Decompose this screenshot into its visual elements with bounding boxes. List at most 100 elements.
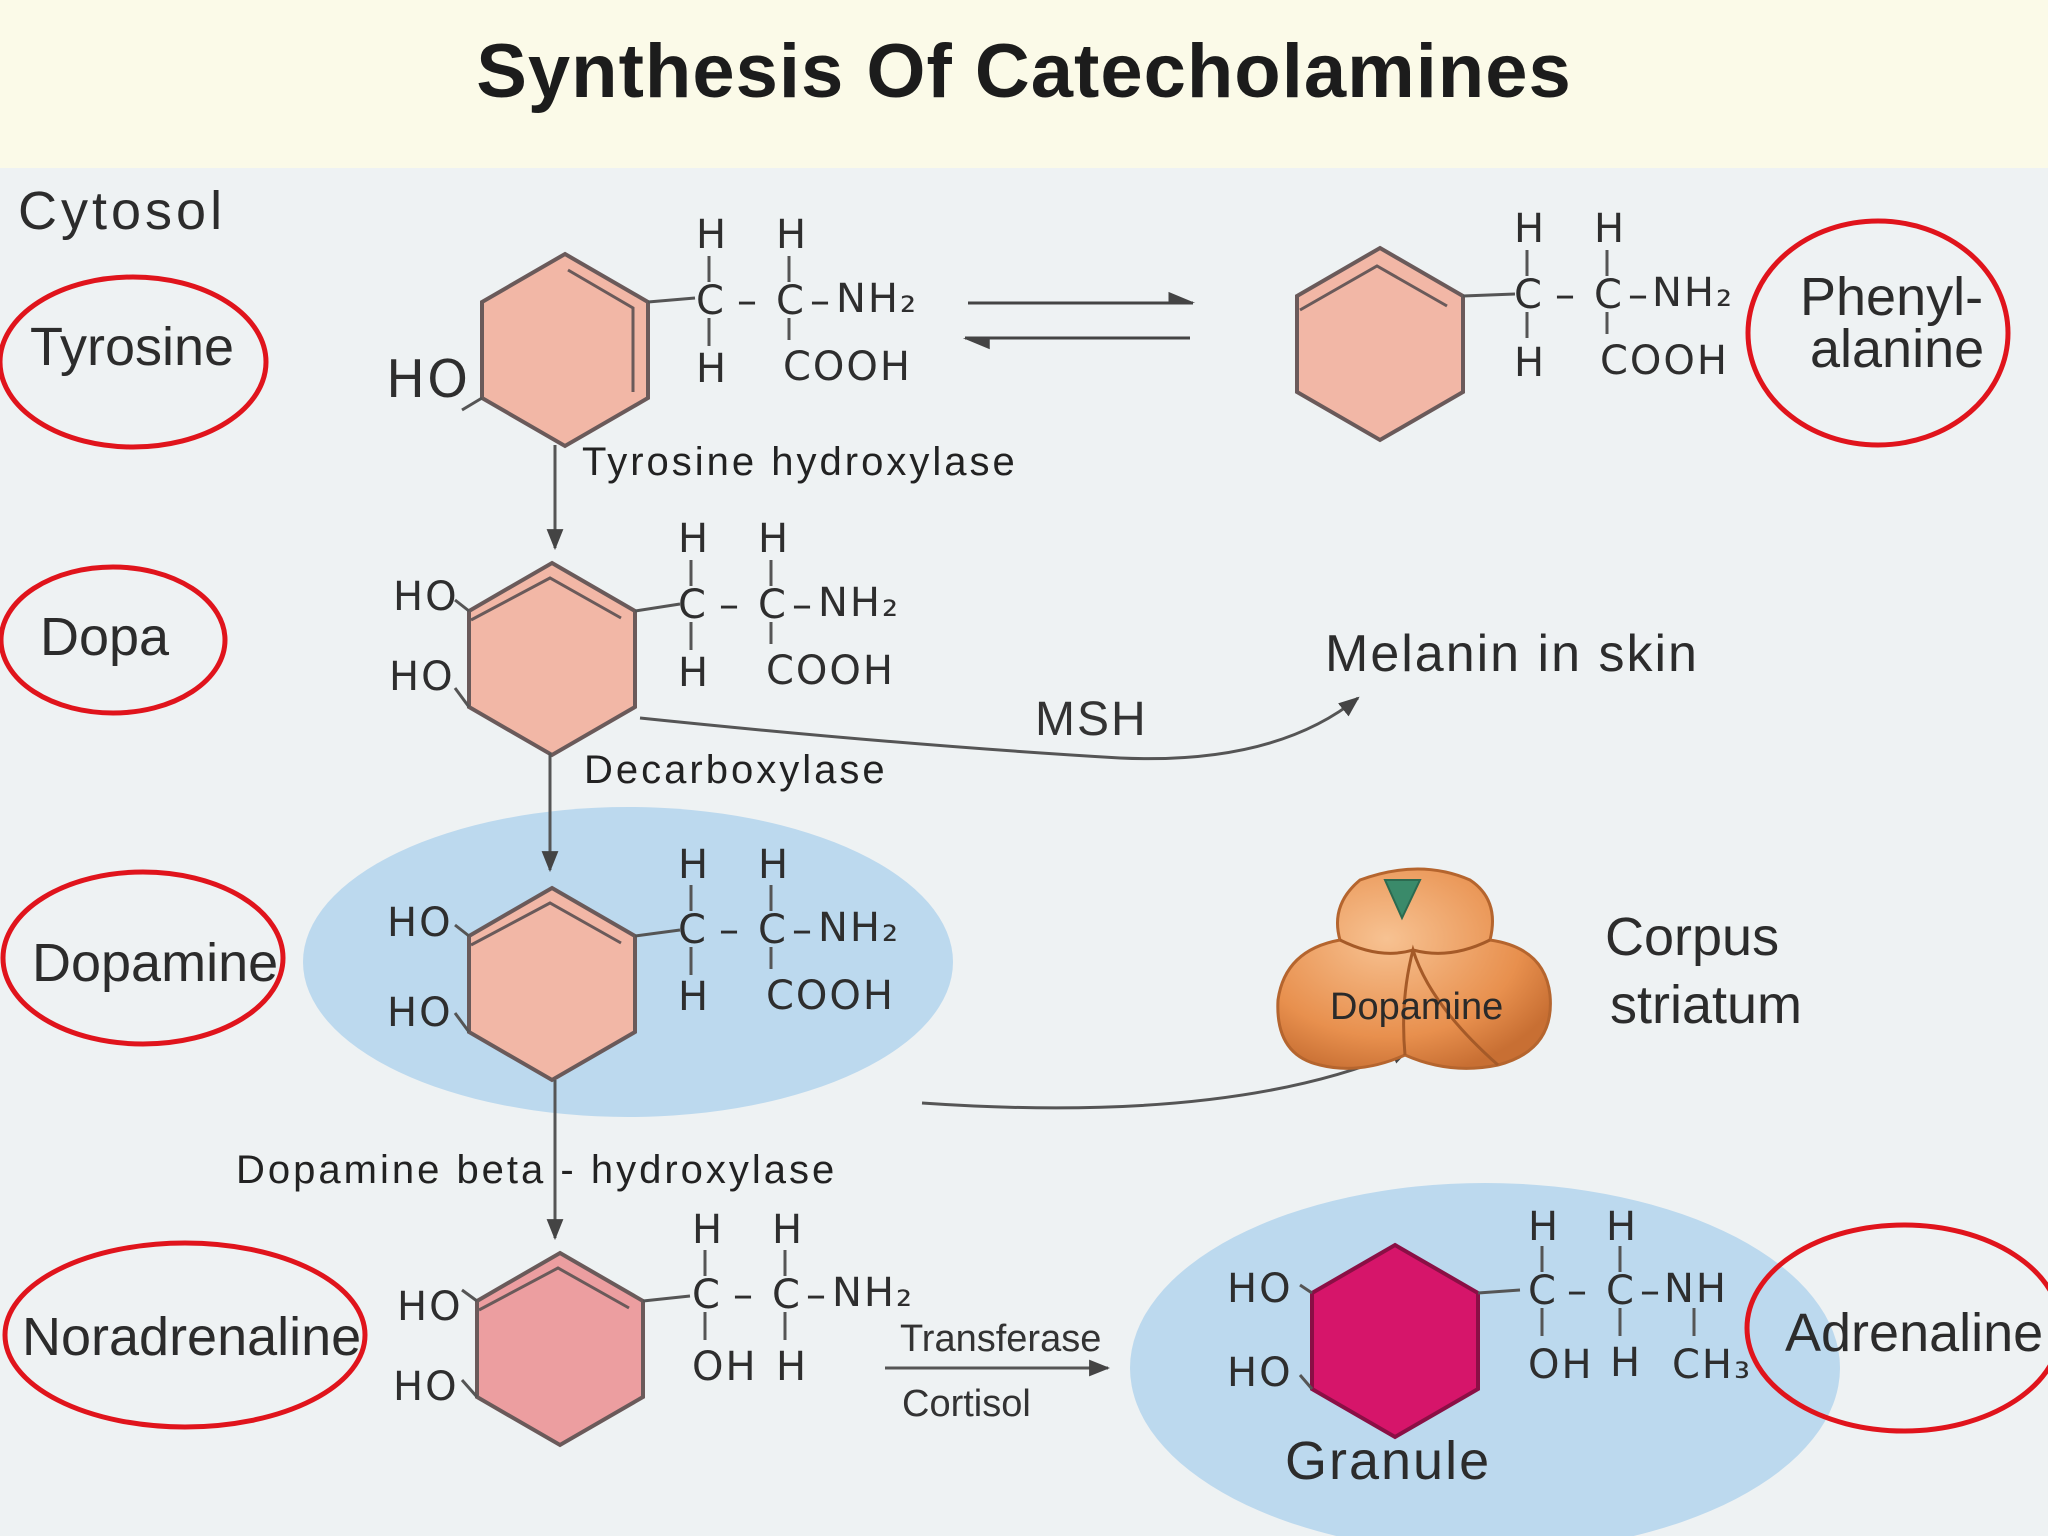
striatum-label: striatum	[1610, 975, 1803, 1035]
chem-c: C	[1606, 1268, 1636, 1314]
chem-h: H	[678, 650, 711, 696]
tyrosine-circle	[0, 274, 269, 450]
chem-nh: NH	[1664, 1266, 1728, 1312]
dopa-circle	[0, 564, 228, 716]
noradrenaline-label: Noradrenaline	[22, 1307, 362, 1367]
title-bar	[0, 0, 2048, 168]
dopamine-circle	[0, 869, 286, 1047]
corpus-striatum-illustration	[1276, 867, 1552, 1070]
phenylalanine-label-line1: Phenyl-	[1800, 267, 1984, 327]
chem-h: H	[692, 1207, 725, 1253]
noradrenaline-circle	[2, 1240, 368, 1430]
tyrosine-hydroxylase-label: Tyrosine hydroxylase	[582, 440, 1018, 484]
chem-dash: –	[1555, 272, 1577, 318]
diagram-title: Synthesis Of Catecholamines	[476, 29, 1572, 114]
chem-h: H	[1514, 340, 1547, 386]
granule-label: Granule	[1285, 1431, 1492, 1491]
chem-h: H	[776, 212, 809, 258]
chem-h: H	[772, 1207, 805, 1253]
adrenaline-ho-top: HO	[1227, 1266, 1293, 1312]
dopamine-ring	[453, 885, 681, 1083]
chem-h: H	[758, 516, 791, 562]
chem-h: H	[758, 842, 791, 888]
chem-nh2: NH₂	[832, 1270, 915, 1316]
dopamine-label: Dopamine	[32, 933, 279, 993]
chem-c: C	[696, 278, 726, 324]
chem-dash: –	[1628, 272, 1650, 318]
chem-dash: –	[719, 907, 741, 953]
chem-c: C	[758, 907, 788, 953]
decarboxylase-label: Decarboxylase	[584, 748, 888, 792]
tyrosine-ho: HO	[386, 350, 471, 410]
corpus-label: Corpus	[1605, 907, 1780, 967]
chem-dash: –	[719, 582, 741, 628]
cortisol-label: Cortisol	[902, 1383, 1031, 1425]
bond-lines	[689, 250, 1696, 1340]
chem-h: H	[678, 974, 711, 1020]
chem-dash: –	[1567, 1268, 1589, 1314]
chem-cooh: COOH	[1600, 338, 1729, 384]
tyrosine-ring	[461, 251, 696, 449]
adrenaline-ring	[1298, 1242, 1521, 1440]
phenylalanine-circle	[1745, 218, 2011, 448]
dopa-ho-bottom: HO	[389, 654, 455, 700]
chem-c: C	[1594, 272, 1624, 318]
chem-dash: –	[737, 278, 759, 324]
phenylalanine-label-line2: alanine	[1810, 319, 1985, 379]
dopamine-ho-bottom: HO	[387, 990, 453, 1036]
chem-h: H	[696, 212, 729, 258]
chem-c: C	[758, 582, 788, 628]
chem-h: H	[1528, 1204, 1561, 1250]
tyrosine-label: Tyrosine	[30, 317, 235, 377]
chem-cooh: COOH	[766, 973, 895, 1019]
chem-dash: –	[810, 278, 832, 324]
chem-c: C	[772, 1272, 802, 1318]
chem-nh2: NH₂	[818, 905, 901, 951]
chem-dash: –	[1640, 1268, 1662, 1314]
chem-c: C	[678, 907, 708, 953]
chem-h: H	[1514, 206, 1547, 252]
noradrenaline-ho-bottom: HO	[393, 1364, 459, 1410]
dopa-label: Dopa	[40, 607, 170, 667]
chem-oh: OH	[1528, 1342, 1594, 1388]
chem-nh2: NH₂	[836, 276, 919, 322]
transferase-label: Transferase	[900, 1318, 1102, 1360]
chem-cooh: COOH	[766, 648, 895, 694]
arrow-dopa-to-melanin	[639, 696, 1360, 761]
brain-dopamine-label: Dopamine	[1330, 986, 1504, 1028]
dopa-ho-top: HO	[393, 574, 459, 620]
granule-highlight	[1130, 1183, 1840, 1536]
chem-c: C	[1528, 1268, 1558, 1314]
chem-h: H	[678, 516, 711, 562]
chem-h: H	[678, 842, 711, 888]
dopa-ring	[453, 560, 681, 758]
chem-h: H	[1610, 1340, 1643, 1386]
noradrenaline-ho-top: HO	[397, 1284, 463, 1330]
chem-h: H	[776, 1344, 809, 1390]
chem-c: C	[776, 278, 806, 324]
adrenaline-circle	[1744, 1222, 2048, 1434]
chem-cooh: COOH	[783, 344, 912, 390]
chem-c: C	[678, 582, 708, 628]
chem-h: H	[1594, 206, 1627, 252]
msh-label: MSH	[1035, 693, 1148, 746]
dopamine-ho-top: HO	[387, 900, 453, 946]
chem-dash: –	[806, 1272, 828, 1318]
chem-ch3: CH₃	[1672, 1342, 1753, 1388]
adrenaline-label: Adrenaline	[1785, 1303, 2044, 1363]
chem-nh2: NH₂	[1652, 270, 1735, 316]
melanin-label: Melanin in skin	[1325, 625, 1699, 683]
phenylalanine-ring	[1295, 245, 1516, 443]
compartment-label: Cytosol	[18, 181, 227, 241]
chem-dash: –	[792, 582, 814, 628]
adrenaline-ho-bottom: HO	[1227, 1350, 1293, 1396]
chem-c: C	[1514, 272, 1544, 318]
chem-dash: –	[733, 1272, 755, 1318]
chem-h: H	[696, 346, 729, 392]
chem-dash: –	[792, 907, 814, 953]
chem-c: C	[692, 1272, 722, 1318]
chem-nh2: NH₂	[818, 580, 901, 626]
chem-h: H	[1606, 1204, 1639, 1250]
